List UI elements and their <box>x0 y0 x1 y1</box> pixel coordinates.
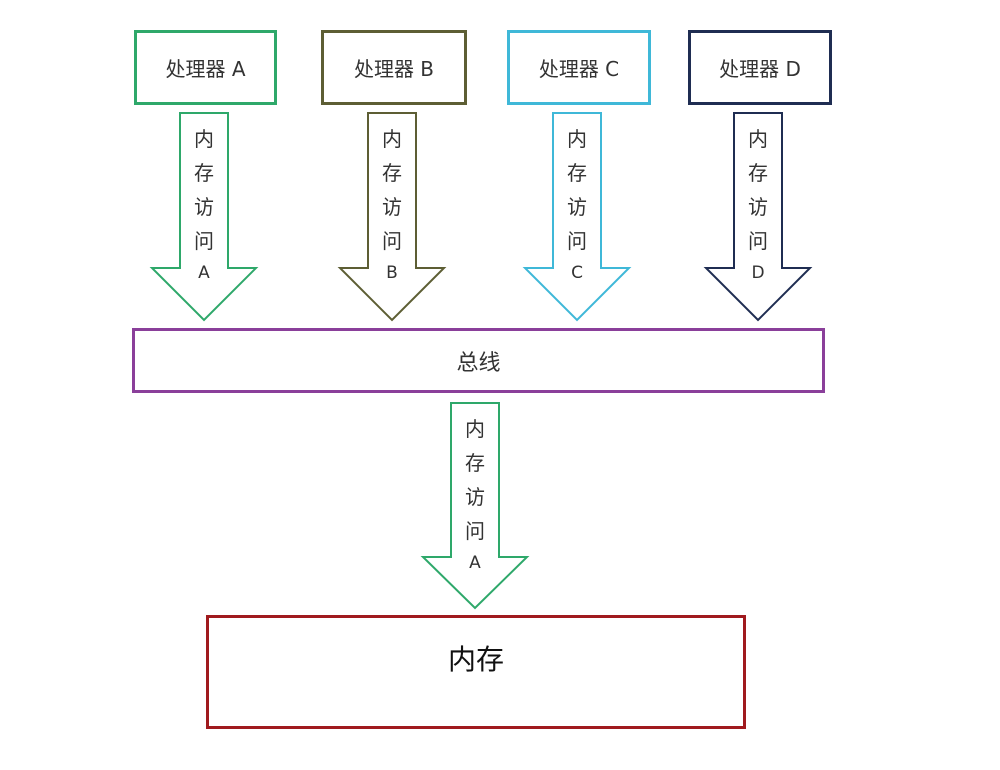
processor-a-box: 处理器 A <box>134 30 277 105</box>
access-arrow-b <box>337 112 447 322</box>
memory-box: 内存 <box>206 615 746 729</box>
access-arrow-d <box>703 112 813 322</box>
processor-b-label: 处理器 B <box>353 57 435 81</box>
access-label-c: 内 存 访 问 C <box>567 127 587 283</box>
access-label-b: 内 存 访 问 B <box>382 127 402 283</box>
memory-label: 内存 <box>447 643 504 676</box>
bus-box: 总线 <box>132 328 825 393</box>
bus-to-memory-arrow <box>420 402 530 610</box>
processor-a-label: 处理器 A <box>165 57 246 81</box>
processor-c-box: 处理器 C <box>507 30 651 105</box>
processor-c-label: 处理器 C <box>538 57 620 81</box>
processor-b-box: 处理器 B <box>321 30 467 105</box>
access-arrow-a <box>149 112 259 322</box>
access-label-d: 内 存 访 问 D <box>748 127 768 283</box>
processor-d-label: 处理器 D <box>719 57 801 81</box>
bus-to-memory-label: 内 存 访 问 A <box>465 417 485 573</box>
bus-label: 总线 <box>456 350 501 376</box>
access-label-a: 内 存 访 问 A <box>194 127 214 283</box>
access-arrow-c <box>522 112 632 322</box>
processor-d-box: 处理器 D <box>688 30 832 105</box>
